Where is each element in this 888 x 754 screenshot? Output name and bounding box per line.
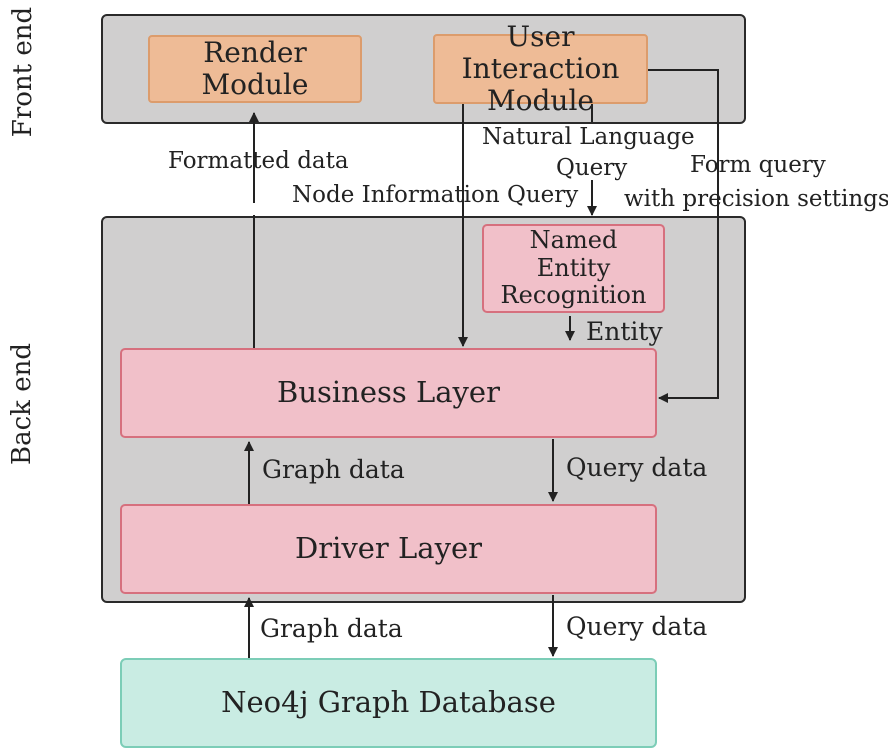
natural-language-query-label-2: Query	[556, 155, 628, 181]
query-data-lower-label: Query data	[566, 612, 708, 641]
form-query-label-2: with precision settings	[624, 186, 888, 212]
node-info-query-label: Node Information Query	[292, 182, 579, 208]
user-interaction-module: User Interaction Module	[433, 20, 648, 117]
form-query-label-1: Form query	[690, 152, 826, 178]
driver-layer-box: Driver Layer	[120, 504, 657, 594]
named-entity-recognition-label: Named Entity Recognition	[500, 226, 647, 310]
render-module-label: Render Module	[201, 35, 309, 101]
business-layer-label: Business Layer	[277, 375, 500, 410]
named-entity-recognition-box: Named Entity Recognition	[482, 224, 665, 313]
form-query-arrow	[648, 69, 719, 403]
neo4j-database-label: Neo4j Graph Database	[221, 685, 556, 720]
driver-layer-label: Driver Layer	[295, 531, 482, 566]
render-module: Render Module	[148, 35, 362, 103]
user-interaction-module-label: User Interaction Module	[461, 19, 620, 118]
query-data-upper-label: Query data	[566, 453, 708, 482]
graph-data-upper-label: Graph data	[262, 455, 405, 484]
natural-language-query-label-1: Natural Language	[482, 124, 695, 150]
formatted-data-label: Formatted data	[168, 148, 349, 174]
graph-data-lower-label: Graph data	[260, 614, 403, 643]
entity-label: Entity	[586, 317, 663, 346]
neo4j-database-box: Neo4j Graph Database	[120, 658, 657, 748]
business-layer-box: Business Layer	[120, 348, 657, 438]
